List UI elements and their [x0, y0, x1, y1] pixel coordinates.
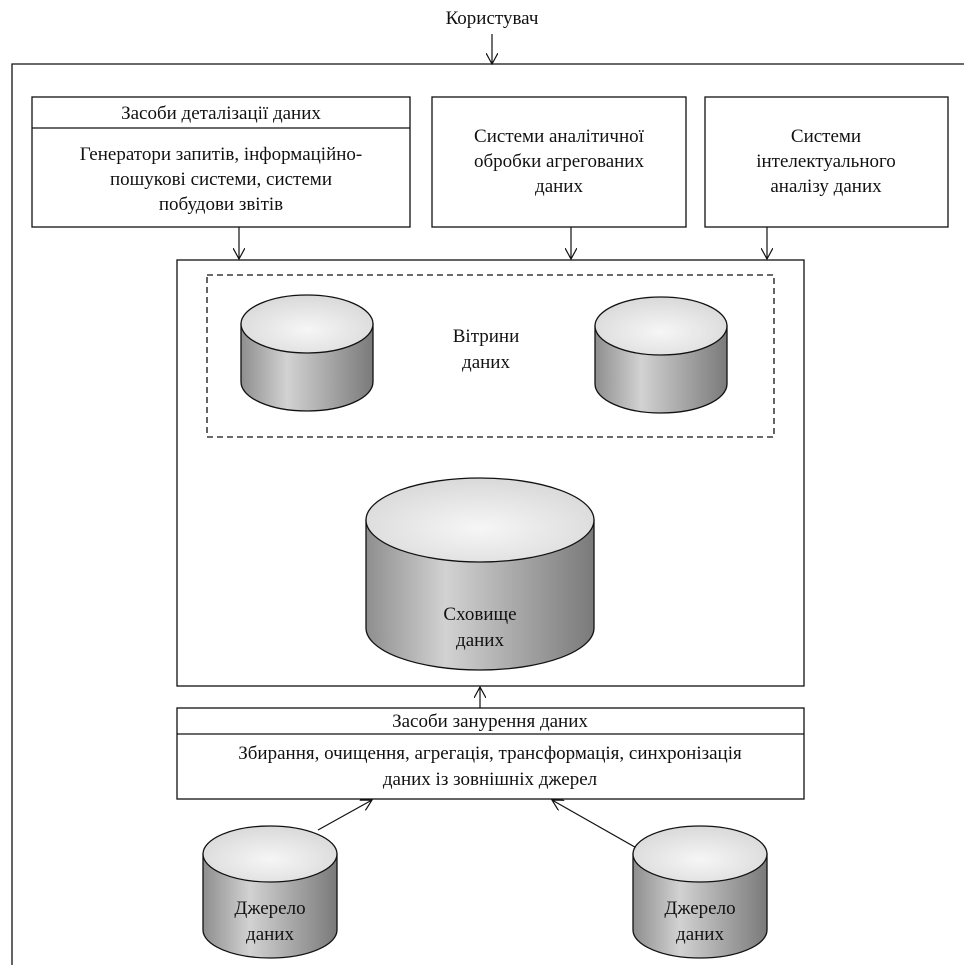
data-warehouse-label: Сховище [443, 604, 516, 625]
data-source-label-right: даних [676, 924, 724, 945]
detail-tools-line: побудови звітів [159, 194, 283, 215]
mining-systems-line: інтелектуального [756, 151, 896, 172]
system-boundary [11, 63, 964, 965]
user-label: Користувач [446, 8, 539, 29]
data-marts-label: даних [462, 352, 510, 373]
mining-systems-line: Системи [791, 126, 861, 147]
detail-tools-box: Засоби деталізації даних Генератори запи… [31, 96, 411, 228]
etl-tools-line: даних із зовнішніх джерел [383, 769, 598, 790]
data-warehouse-cylinder [365, 477, 595, 671]
detail-tools-title: Засоби деталізації даних [121, 103, 321, 124]
arrow-source-left-to-etl [317, 800, 372, 831]
data-source-cylinder-left [202, 825, 338, 959]
data-marts-label: Вітрини [453, 326, 520, 347]
etl-tools-line: Збирання, очищення, агрегація, трансформ… [238, 743, 742, 764]
olap-systems-line: обробки агрегованих [474, 151, 644, 172]
data-warehouse-label: даних [456, 630, 504, 651]
olap-systems-box: Системи аналітичної обробки агрегованих … [431, 96, 687, 228]
etl-tools-box: Засоби занурення даних Збирання, очищенн… [176, 707, 805, 800]
mining-systems-box: Системи інтелектуального аналізу даних [704, 96, 949, 228]
data-source-label-right: Джерело [664, 898, 735, 919]
olap-systems-line: даних [535, 176, 583, 197]
data-mart-cylinder-left [240, 294, 374, 412]
data-source-label-left: даних [246, 924, 294, 945]
olap-systems-line: Системи аналітичної [474, 126, 645, 147]
arrow-source-right-to-etl [552, 800, 641, 851]
etl-tools-title: Засоби занурення даних [392, 711, 588, 732]
data-source-label-left: Джерело [234, 898, 305, 919]
data-marts-region [206, 274, 775, 438]
mining-systems-line: аналізу даних [770, 176, 882, 197]
detail-tools-line: Генератори запитів, інформаційно- [80, 144, 362, 165]
detail-tools-line: пошукові системи, системи [110, 169, 332, 190]
data-source-cylinder-right [632, 825, 768, 959]
data-mart-cylinder-right [594, 296, 728, 414]
